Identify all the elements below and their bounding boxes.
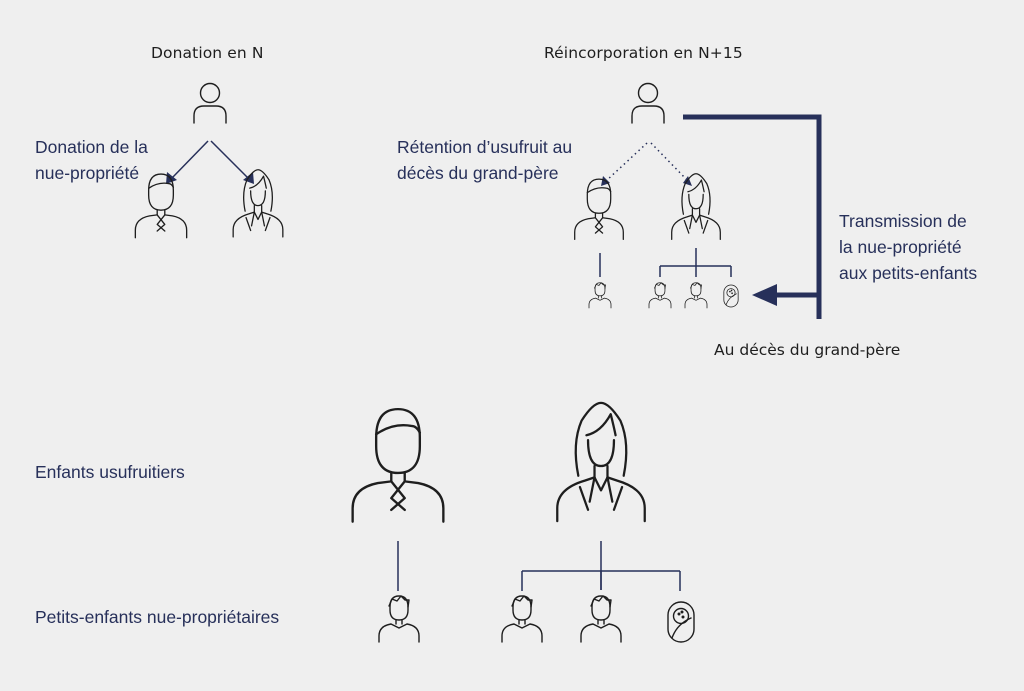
legend-petits-enfants: Petits-enfants nue-propriétaires <box>35 607 280 627</box>
transmission-bracket <box>683 114 822 319</box>
grandfather-icon <box>193 82 227 124</box>
label-donation-line-2: nue-propriété <box>35 163 140 183</box>
heading-donation: Donation en N <box>151 44 264 62</box>
label-transmission-line-2: la nue-propriété <box>839 237 962 257</box>
label-transmission: Transmission de la nue-propriété aux pet… <box>839 208 977 286</box>
daughter-icon-2 <box>671 173 721 241</box>
label-transmission-line-1: Transmission de <box>839 211 967 231</box>
transmission-arrow-head-icon <box>752 284 777 306</box>
grandchild-icon-1 <box>588 282 612 309</box>
caption-deces-grand-pere: Au décès du grand-père <box>714 341 901 359</box>
legend-grandchild-icon-3 <box>580 595 622 643</box>
legend-grandchild-icon-1 <box>378 595 420 643</box>
label-retention-line-1: Rétention d’usufruit au <box>397 137 573 157</box>
arrow-head-left-icon <box>166 172 177 184</box>
legend-baby-icon <box>667 601 695 643</box>
label-retention-line-2: décès du grand-père <box>397 163 559 183</box>
label-donation-line-1: Donation de la <box>35 137 148 157</box>
label-retention-usufruit: Rétention d’usufruit au décès du grand-p… <box>397 134 572 186</box>
label-transmission-line-3: aux petits-enfants <box>839 263 978 283</box>
daughter-icon <box>232 169 284 238</box>
grandfather-icon-2 <box>631 82 665 124</box>
retention-dotted-arrows <box>605 142 689 182</box>
son-icon-2 <box>574 178 624 241</box>
baby-icon <box>723 284 739 308</box>
small-lineage-lines <box>599 248 732 277</box>
legend-enfants-usufruitiers: Enfants usufruitiers <box>35 462 185 482</box>
legend-grandchild-icon-2 <box>501 595 543 643</box>
legend-daughter-icon <box>556 401 646 523</box>
legend-lineage-lines <box>397 541 681 591</box>
grandchild-icon-2 <box>648 282 672 309</box>
legend-son-icon <box>351 407 445 523</box>
heading-reincorporation: Réincorporation en N+15 <box>544 44 743 62</box>
grandchild-icon-3 <box>684 282 708 309</box>
label-donation-nue-propriete: Donation de la nue-propriété <box>35 134 148 186</box>
son-icon <box>134 173 188 239</box>
donation-arrows <box>171 140 249 179</box>
